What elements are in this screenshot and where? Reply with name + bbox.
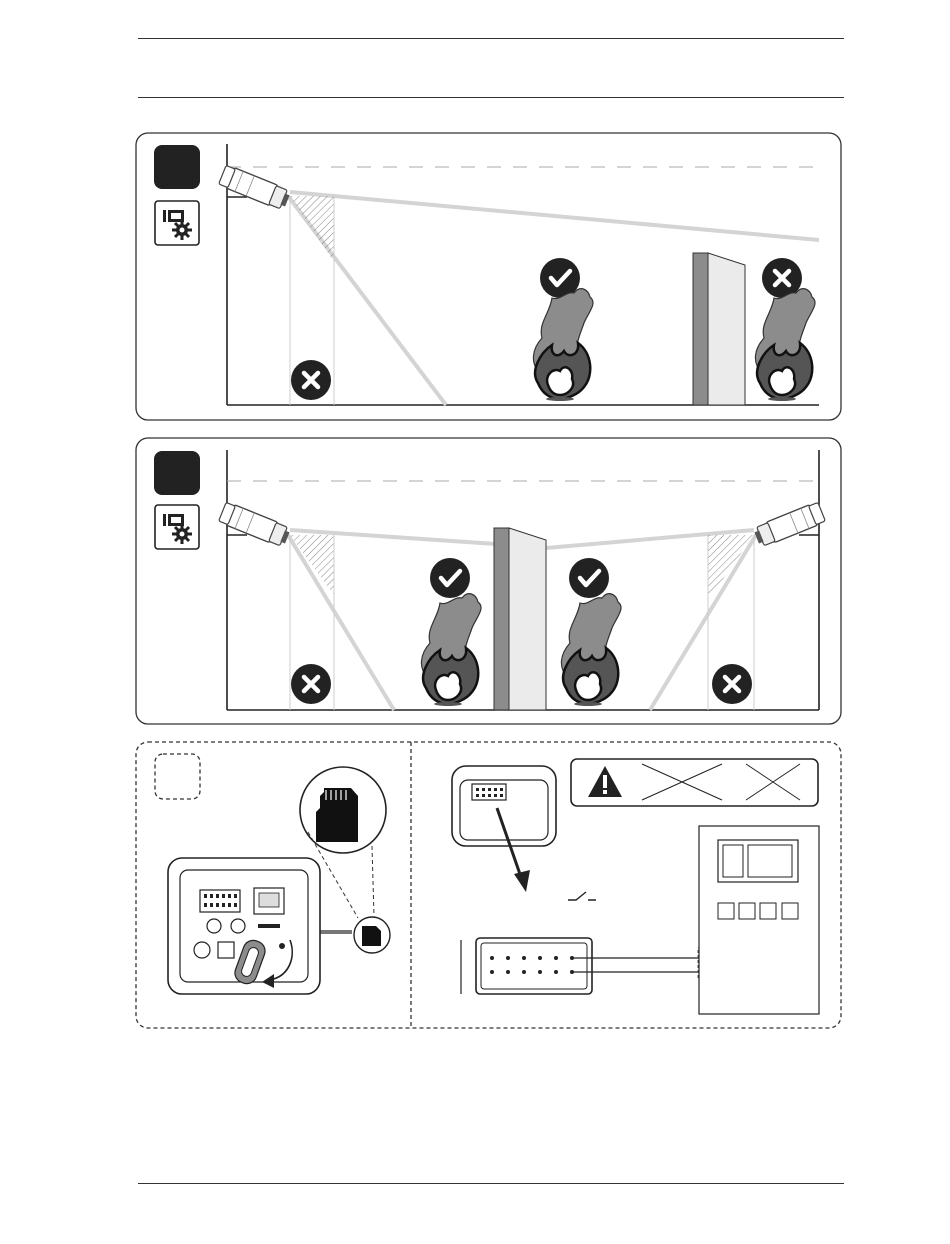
step-badge-1 <box>154 145 200 189</box>
check-icon <box>569 558 609 598</box>
warning-box <box>571 759 818 806</box>
control-panel <box>699 826 819 1014</box>
step-badge-3 <box>155 754 200 799</box>
check-icon <box>430 558 470 598</box>
panel-3 <box>136 742 841 1028</box>
io-connector <box>461 938 592 994</box>
camera-top <box>452 766 556 846</box>
camera-settings-icon <box>155 505 199 549</box>
panel-1 <box>136 133 841 420</box>
cross-icon <box>762 258 802 298</box>
camera-settings-icon <box>155 201 199 245</box>
cross-icon <box>291 360 331 400</box>
panel-2 <box>136 438 841 724</box>
cross-icon <box>712 664 752 704</box>
cross-icon <box>291 664 331 704</box>
wall <box>693 253 745 405</box>
step-badge-2 <box>154 451 200 495</box>
check-icon <box>540 258 580 298</box>
camera-rear <box>168 858 320 994</box>
microsd-card-icon <box>354 917 390 953</box>
wall <box>494 528 546 710</box>
